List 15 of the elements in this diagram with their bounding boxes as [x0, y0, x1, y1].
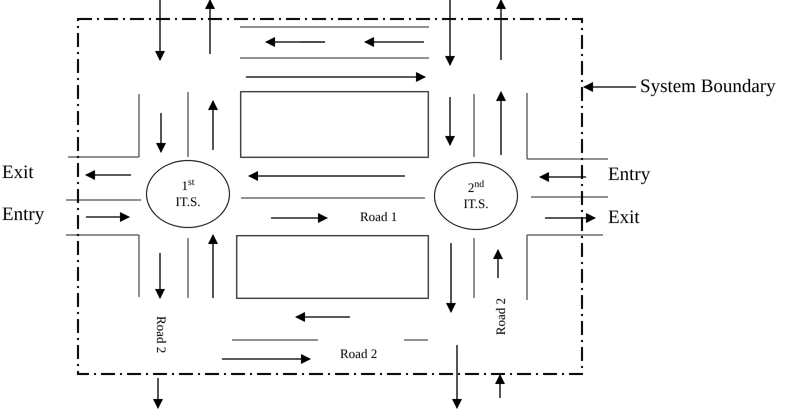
intersection-label: 1$^{st}$ IT.S.	[174, 178, 202, 210]
road-label: Road 2	[340, 347, 378, 360]
city-block	[236, 235, 429, 299]
road-label: Road 2	[155, 316, 168, 354]
road-label: Exit	[608, 208, 640, 227]
road-label: Road 1	[360, 210, 398, 223]
intersection-label: 2$^{nd}$ IT.S.	[462, 180, 490, 212]
road-label: Exit	[2, 163, 34, 182]
road-label: Road 2	[494, 298, 507, 336]
boundary-label: System Boundary	[640, 74, 806, 100]
leader-line	[583, 82, 636, 92]
system-boundary	[77, 18, 583, 375]
city-block	[240, 91, 429, 158]
road-label: Entry	[608, 165, 650, 184]
road-label: Entry	[2, 205, 44, 224]
